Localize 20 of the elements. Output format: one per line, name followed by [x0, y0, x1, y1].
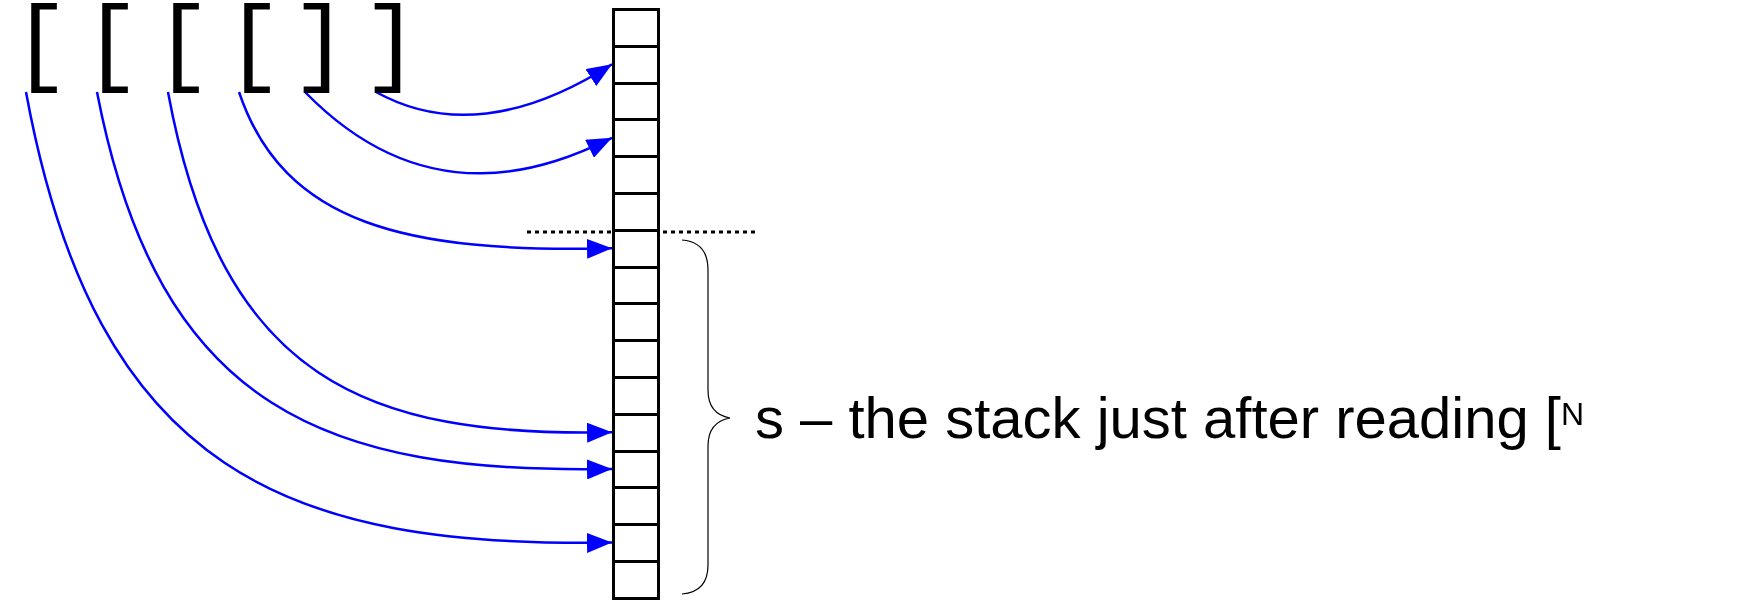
arrow	[375, 63, 613, 116]
stack-cell	[612, 339, 660, 379]
stack-cell	[612, 523, 660, 563]
bracket-symbol: ]	[362, 0, 420, 96]
arrow	[237, 91, 612, 259]
stack-cell	[612, 560, 660, 600]
annotation-text: s – the stack just after reading [$^{N}$	[755, 385, 1585, 451]
stack-cell	[612, 155, 660, 195]
arrow	[304, 91, 613, 175]
bracket-symbol: ]	[291, 0, 349, 96]
stack-cell	[612, 192, 660, 232]
arrow	[95, 91, 612, 479]
arrow	[166, 91, 612, 443]
stack-cell	[612, 8, 660, 48]
bracket-symbol: [	[225, 0, 283, 96]
arrow	[24, 91, 612, 553]
bracket-symbol: [	[154, 0, 212, 96]
stack-cell	[612, 376, 660, 416]
bracket-symbol: [	[83, 0, 141, 96]
bracket-symbol: [	[12, 0, 70, 96]
